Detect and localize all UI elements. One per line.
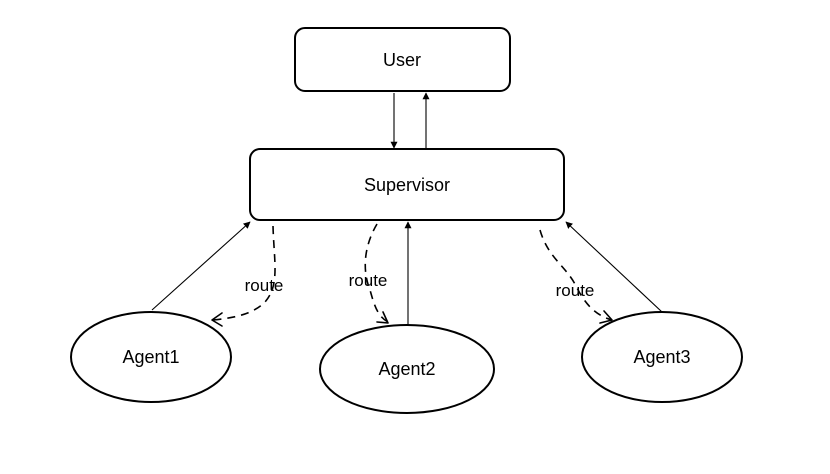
route-agent3-edge <box>539 229 613 321</box>
supervisor-node <box>249 148 565 221</box>
agent1-node <box>70 311 232 403</box>
user-node <box>294 27 511 92</box>
agent1-label: Agent1 <box>122 347 179 367</box>
agent2-label: Agent2 <box>378 359 435 379</box>
agent3-to-supervisor-arrow <box>565 221 663 313</box>
agent2-node <box>319 324 495 414</box>
route-agent1-arrowhead <box>211 312 223 327</box>
agent1-to-supervisor-arrow <box>151 221 251 311</box>
supervisor-label: Supervisor <box>364 175 450 195</box>
agent3-node <box>581 311 743 403</box>
route-agent2-edge <box>364 223 389 323</box>
route-agent1-label: route <box>245 276 284 295</box>
route-agent3-arrowhead <box>599 310 613 324</box>
user-label: User <box>383 50 421 70</box>
route-agent2-arrowhead <box>376 311 389 324</box>
route-agent3-label: route <box>556 281 595 300</box>
route-agent1-edge <box>212 225 276 321</box>
agent3-label: Agent3 <box>633 347 690 367</box>
route-agent2-label: route <box>349 271 388 290</box>
